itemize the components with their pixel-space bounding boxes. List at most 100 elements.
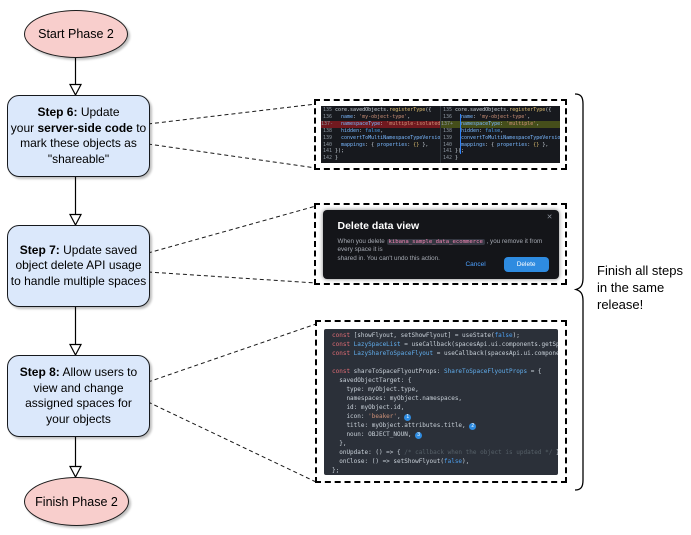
text-token: = useCallback(spacesApi.ui.components.ge <box>436 349 558 357</box>
line-number: 136 <box>442 113 452 120</box>
text-line: When you delete kibana_sample_data_ecomm… <box>338 238 547 255</box>
text-line: 139 convertToMultiNamespaceTypeVersion: … <box>441 135 560 142</box>
text-token: ), <box>462 457 470 465</box>
modal-body: When you delete kibana_sample_data_ecomm… <box>338 238 547 264</box>
text-token: false <box>365 127 381 134</box>
text-token: const <box>332 331 351 339</box>
text-line: 141}); <box>321 148 440 155</box>
curly-brace <box>573 93 584 491</box>
text-token: Finish all steps <box>597 263 683 278</box>
text-token: 'beaker' <box>368 412 398 420</box>
text-line: 138 hidden: false, <box>441 128 560 135</box>
text-token: ); <box>512 331 520 339</box>
delete-button[interactable]: Delete <box>503 256 549 272</box>
indent-guide <box>460 114 461 154</box>
screenshot-frame-code: const [showFlyout, setShowFlyout] = useS… <box>315 320 567 483</box>
text-token: ({ <box>425 107 432 113</box>
text-line: in the same <box>597 279 689 296</box>
close-icon[interactable]: ✕ <box>546 213 553 221</box>
text-token: noun: OBJECT_NOUN, <box>332 430 416 438</box>
text-token: false <box>485 127 501 134</box>
text-line: "shareable" <box>11 152 146 168</box>
text-token: false <box>494 331 513 339</box>
text-token: mappings <box>455 141 486 148</box>
text-token: LazySpaceList <box>350 340 401 348</box>
text-line: 137- namespaceType: 'multiple-isolated', <box>321 120 440 128</box>
line-number: 141 <box>442 148 452 155</box>
text-token: in the same <box>597 280 665 295</box>
text-line: 142} <box>441 155 560 162</box>
text-token: properties <box>377 141 408 148</box>
line-number: 139 <box>322 134 332 141</box>
text-token: : <box>500 120 507 127</box>
text-line: 137+ namespaceType: 'multiple', <box>441 120 560 128</box>
text-token: : { <box>365 141 378 148</box>
cancel-button[interactable]: Cancel <box>459 260 491 269</box>
line-number: 142 <box>442 155 452 162</box>
line-number: 137+ <box>441 120 454 127</box>
text-line: 140 mappings: { properties: {} }, <box>441 142 560 149</box>
text-token: }; <box>332 466 340 474</box>
line-number: 135 <box>322 107 332 113</box>
text-token: When you delete <box>337 237 387 245</box>
text-token: mappings <box>335 141 366 148</box>
text-token: namespaceType <box>335 120 381 127</box>
start-node: Start Phase 2 <box>24 10 128 58</box>
text-token: shared in. You can't undo this action. <box>337 254 440 262</box>
text-line: const [showFlyout, setShowFlyout] = useS… <box>332 331 558 340</box>
text-token: registerType <box>389 107 426 113</box>
finish-label: Finish Phase 2 <box>35 494 118 509</box>
text-token: /* callback when the object is updated *… <box>404 448 553 456</box>
text-token: shareToSpaceFlyoutProps: <box>350 367 444 375</box>
line-number: 136 <box>322 113 332 120</box>
text-line: }; <box>332 466 558 475</box>
text-token: {} <box>533 141 540 148</box>
text-token: Update <box>77 105 120 119</box>
text-line: Finish all steps <box>597 262 689 279</box>
text-token: onUpdate: () => { <box>332 448 405 456</box>
text-token: 'multiple' <box>506 120 537 127</box>
text-token: savedObjectTarget: { <box>332 376 412 384</box>
text-token: hidden <box>335 127 360 134</box>
line-number: 139 <box>442 134 452 141</box>
text-token: } <box>335 155 339 162</box>
line-number: 137- <box>321 120 334 127</box>
text-token: : <box>407 141 414 148</box>
annotation-badge: 1 <box>404 413 412 421</box>
text-token: : { <box>485 141 498 148</box>
text-line: const LazyShareToSpaceFlyout = useCallba… <box>332 349 558 358</box>
text-token: = { <box>527 367 542 375</box>
text-token: properties <box>497 141 528 148</box>
text-token: }, <box>419 141 429 148</box>
text-line: your objects <box>20 412 137 428</box>
text-token: object delete API usage <box>15 258 142 273</box>
text-token: const <box>332 367 351 375</box>
text-line: view and change <box>20 381 137 397</box>
text-token: registerType <box>509 107 546 113</box>
text-line <box>332 358 558 367</box>
text-token: kibana_sample_data_ecommerce <box>386 238 485 245</box>
text-token: id: myObject.id, <box>332 403 405 411</box>
line-number: 135 <box>442 107 452 113</box>
arrow-start-to-step6 <box>69 56 82 97</box>
arrow-step6-to-step7 <box>69 175 82 227</box>
text-token: false <box>443 457 463 465</box>
text-token: onClose: () => setShowFlyout( <box>332 457 444 465</box>
text-token: Step 6: <box>37 105 78 119</box>
text-line: const shareToSpaceFlyoutProps: ShareToSp… <box>332 367 558 376</box>
text-token: [showFlyout, setShowFlyout] = useState( <box>350 331 495 339</box>
modal-footer: Cancel Delete <box>459 256 549 272</box>
text-token: convertToMultiNamespaceTypeVersion <box>455 134 560 141</box>
text-line: 142} <box>321 155 440 162</box>
text-line: 141}); <box>441 148 560 155</box>
line-number: 140 <box>322 141 332 148</box>
text-token: , <box>380 127 384 134</box>
